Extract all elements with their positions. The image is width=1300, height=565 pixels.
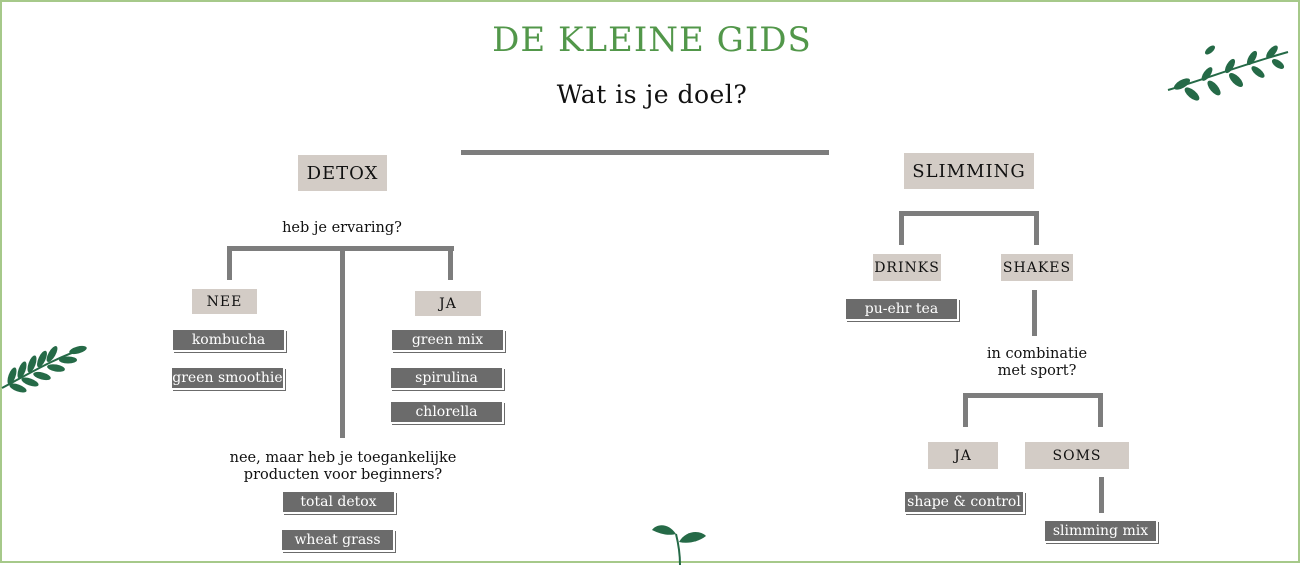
- shakes-connector-horizontal: [963, 393, 1103, 398]
- drinks-category[interactable]: DRINKS: [873, 254, 941, 281]
- option-total-detox[interactable]: total detox: [283, 492, 396, 514]
- detox-connector-left: [227, 246, 232, 280]
- option-spirulina[interactable]: spirulina: [391, 368, 504, 390]
- page-title: DE KLEINE GIDS: [492, 20, 812, 60]
- option-green-mix[interactable]: green mix: [392, 330, 505, 352]
- option-shape-control[interactable]: shape & control: [905, 492, 1025, 514]
- shakes-question: in combinatie met sport?: [962, 346, 1112, 380]
- shakes-connector: [1032, 290, 1037, 336]
- slimming-connector-horizontal: [899, 211, 1039, 216]
- option-wheat-grass[interactable]: wheat grass: [282, 530, 395, 552]
- beginner-question-line1: nee, maar heb je toegankelijke: [229, 450, 457, 466]
- option-kombucha[interactable]: kombucha: [173, 330, 286, 352]
- shakes-connector-right: [1098, 393, 1103, 427]
- detox-question: heb je ervaring?: [282, 220, 402, 236]
- sport-yes-category[interactable]: JA: [928, 442, 998, 469]
- shakes-question-line2: met sport?: [997, 363, 1077, 379]
- sprout-icon: [652, 525, 706, 565]
- shakes-connector-left: [963, 393, 968, 427]
- detox-category[interactable]: DETOX: [298, 155, 387, 191]
- sometimes-connector: [1099, 477, 1104, 513]
- shakes-question-line1: in combinatie: [986, 346, 1088, 362]
- option-green-smoothie[interactable]: green smoothie: [172, 368, 285, 390]
- slimming-connector-right: [1034, 211, 1039, 245]
- slimming-connector-left: [899, 211, 904, 245]
- leaf-branch-icon: [1, 345, 87, 393]
- option-pu-ehr-tea[interactable]: pu-ehr tea: [846, 299, 959, 321]
- sport-sometimes-category[interactable]: SOMS: [1025, 442, 1129, 469]
- page-subtitle: Wat is je doel?: [556, 80, 748, 109]
- detox-connector-center: [340, 246, 345, 438]
- detox-beginner-question: nee, maar heb je toegankelijke producten…: [217, 450, 469, 484]
- slimming-category[interactable]: SLIMMING: [904, 153, 1034, 189]
- top-connector: [461, 150, 829, 155]
- detox-yes-category[interactable]: JA: [415, 291, 481, 316]
- shakes-category[interactable]: SHAKES: [1001, 254, 1073, 281]
- beginner-question-line2: producten voor beginners?: [243, 467, 443, 483]
- detox-connector-right: [448, 246, 453, 280]
- option-slimming-mix[interactable]: slimming mix: [1045, 521, 1158, 543]
- leaf-branch-icon: [1167, 45, 1289, 101]
- option-chlorella[interactable]: chlorella: [391, 402, 504, 424]
- detox-no-category[interactable]: NEE: [192, 289, 257, 314]
